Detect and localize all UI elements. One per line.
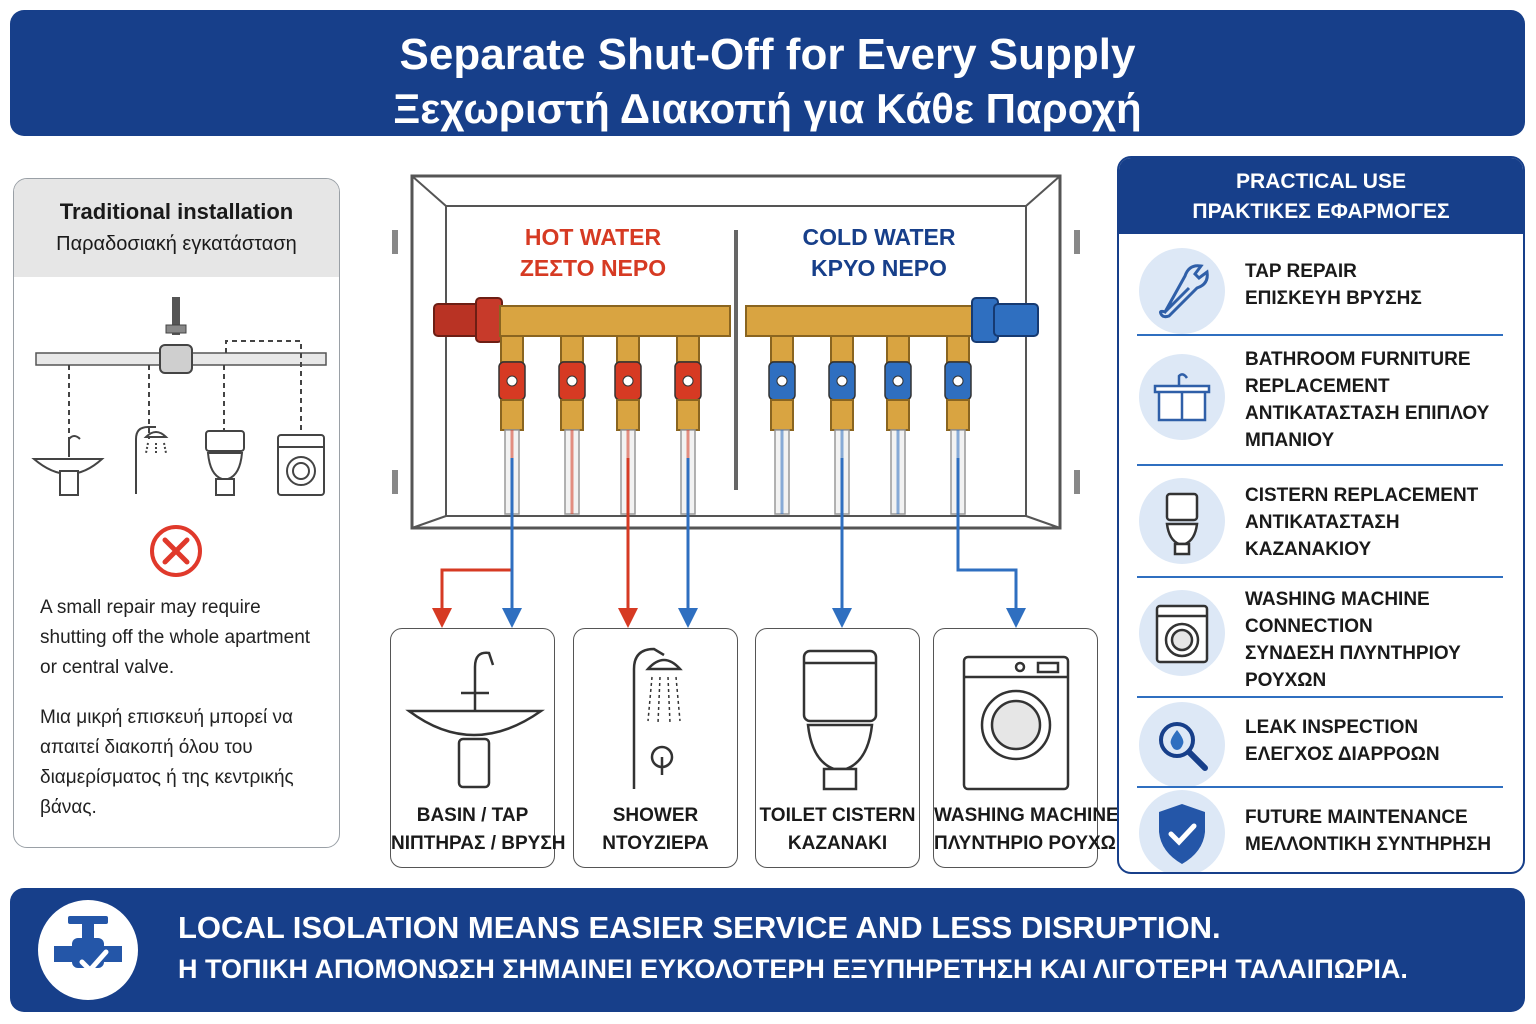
hot-manifold [433,297,731,343]
arrow-hot-shower [618,608,638,628]
cold-manifold [745,297,1039,343]
traditional-installation-panel: Traditional installation Παραδοσιακή εγκ… [13,178,340,848]
title-banner: Separate Shut-Off for Every Supply Ξεχωρ… [10,10,1525,136]
divider [1137,696,1503,698]
shield-check-icon [1139,790,1225,872]
cold-outlet-valve-1 [768,335,796,515]
traditional-title-greek: Παραδοσιακή εγκατάσταση [56,233,297,255]
hot-outlet-valve-1 [498,335,526,515]
fixture-toilet: TOILET CISTERN ΚΑΖΑΝΑΚΙ [755,628,920,868]
use-item-washing-machine: WASHING MACHINE CONNECTION ΣΥΝΔΕΣΗ ΠΛΥΝΤ… [1119,584,1523,694]
practical-use-panel: PRACTICAL USE ΠΡΑΚΤΙΚΕΣ ΕΦΑΡΜΟΓΕΣ TAP RE… [1117,156,1525,874]
toilet-icon [802,649,878,791]
cold-water-label: COLD WATER ΚΡΥΟ ΝΕΡΟ [802,224,956,281]
practical-use-title-greek: ΠΡΑΚΤΙΚΕΣ ΕΦΑΡΜΟΓΕΣ [1192,200,1450,223]
washing-machine-icon [277,434,325,496]
use-item-tap-repair: TAP REPAIR ΕΠΙΣΚΕΥΗ ΒΡΥΣΗΣ [1119,244,1523,336]
cross-circle-icon [150,525,202,577]
arrow-hot-basin [432,608,452,628]
page-title-greek: Ξεχωριστή Διακοπή για Κάθε Παροχή [393,85,1142,132]
toilet-icon [1139,478,1225,564]
footer-text: LOCAL ISOLATION MEANS EASIER SERVICE AND… [178,910,1221,945]
divider [1137,464,1503,466]
basin-icon [405,651,545,789]
use-item-future-maintenance: FUTURE MAINTENANCE ΜΕΛΛΟΝΤΙΚΗ ΣΥΝΤΗΡΗΣΗ [1119,790,1523,872]
page-title: Separate Shut-Off for Every Supply [399,30,1136,79]
divider [1137,334,1503,336]
manifold-diagram [392,174,1080,628]
shower-icon [135,426,169,494]
footer-banner: LOCAL ISOLATION MEANS EASIER SERVICE AND… [10,888,1525,1012]
washing-machine-icon [962,655,1070,791]
cold-line-washer [956,458,1018,610]
traditional-diagram [31,297,327,577]
traditional-header: Traditional installation Παραδοσιακή εγκ… [14,179,339,277]
footer-text-greek: Η ΤΟΠΙΚΗ ΑΠΟΜΟΝΩΣΗ ΣΗΜΑΙΝΕΙ ΕΥΚΟΛΟΤΕΡΗ Ε… [178,954,1408,984]
fixture-basin: BASIN / TAP ΝΙΠΤΗΡΑΣ / ΒΡΥΣΗ [390,628,565,868]
traditional-text-el: Μια μικρή επισκευή μπορεί να απαιτεί δια… [40,707,294,818]
use-item-cistern-replacement: CISTERN REPLACEMENT ΑΝΤΙΚΑΤΑΣΤΑΣΗ ΚΑΖΑΝΑ… [1119,472,1523,576]
arrow-cold-shower [678,608,698,628]
use-item-bathroom-furniture: BATHROOM FURNITURE REPLACEMENT ΑΝΤΙΚΑΤΑΣ… [1119,342,1523,466]
toilet-icon [205,430,245,496]
vanity-icon [1139,354,1225,440]
arrow-cold-basin [502,608,522,628]
fixture-washing-machine: WASHING MACHINE ΠΛΥΝΤΗΡΙΟ ΡΟΥΧΩΝ [933,628,1130,868]
cold-outlet-valve-3 [884,335,912,515]
practical-use-title: PRACTICAL USE [1236,170,1406,193]
wrench-icon [1139,248,1225,334]
traditional-title: Traditional installation [59,199,294,224]
traditional-text-en: A small repair may require shutting off … [40,597,311,678]
arrow-cold-washer [1006,608,1026,628]
use-item-leak-inspection: LEAK INSPECTION ΕΛΕΓΧΟΣ ΔΙΑΡΡΟΩΝ [1119,702,1523,788]
hot-water-label: HOT WATER ΖΕΣΤΟ ΝΕΡΟ [519,224,667,281]
leak-magnifier-icon [1139,702,1225,788]
hot-outlet-valve-3 [614,335,642,515]
practical-use-header: PRACTICAL USE ΠΡΑΚΤΙΚΕΣ ΕΦΑΡΜΟΓΕΣ [1119,158,1523,234]
basin-icon [31,435,105,496]
hot-outlet-valve-2 [558,335,586,515]
arrow-cold-toilet [832,608,852,628]
divider [1137,786,1503,788]
washing-machine-icon [1139,590,1225,676]
valve-check-icon [38,900,138,1000]
shower-icon [632,647,683,789]
divider [1137,576,1503,578]
fixture-shower: SHOWER ΝΤΟΥΖΙΕΡΑ [573,628,738,868]
